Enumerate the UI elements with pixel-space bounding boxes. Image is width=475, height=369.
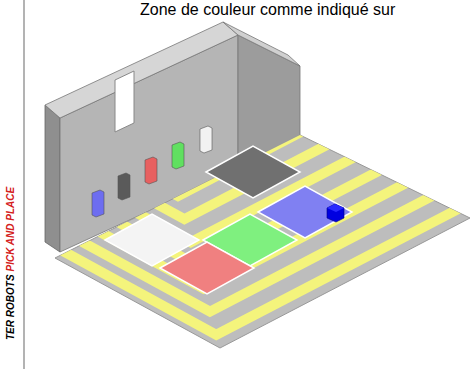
grey-block xyxy=(118,173,130,200)
floor-stripe xyxy=(0,143,475,335)
side-wall-top xyxy=(223,22,300,66)
floor-stripe xyxy=(0,28,475,220)
window xyxy=(115,71,134,132)
floor-stripe xyxy=(0,190,475,369)
blue-cube xyxy=(327,204,344,222)
side-title-red: PICK AND PLACE xyxy=(5,187,16,272)
heading-text: Zone de couleur comme indiqué sur xyxy=(140,1,395,19)
green-block xyxy=(172,142,184,169)
side-title-black: TER ROBOTS xyxy=(5,274,16,340)
red-zone xyxy=(160,242,254,294)
wall-edge xyxy=(45,105,60,252)
white-block xyxy=(200,126,212,153)
side-title: TER ROBOTS PICK AND PLACE xyxy=(4,187,18,340)
floor-stripe xyxy=(0,213,475,369)
red-block xyxy=(145,157,157,184)
floor-stripe xyxy=(0,305,475,369)
blue-block xyxy=(92,190,104,217)
floor-stripe xyxy=(0,0,475,173)
floor-stripe xyxy=(0,282,475,369)
blocks xyxy=(92,126,212,217)
margin-line xyxy=(23,0,25,369)
grey-zone xyxy=(206,146,300,198)
floor-stripe xyxy=(0,166,475,358)
colour-zones xyxy=(105,146,352,294)
floor-stripe xyxy=(0,0,475,150)
floor-stripe xyxy=(0,120,475,312)
wall-top xyxy=(45,22,238,118)
